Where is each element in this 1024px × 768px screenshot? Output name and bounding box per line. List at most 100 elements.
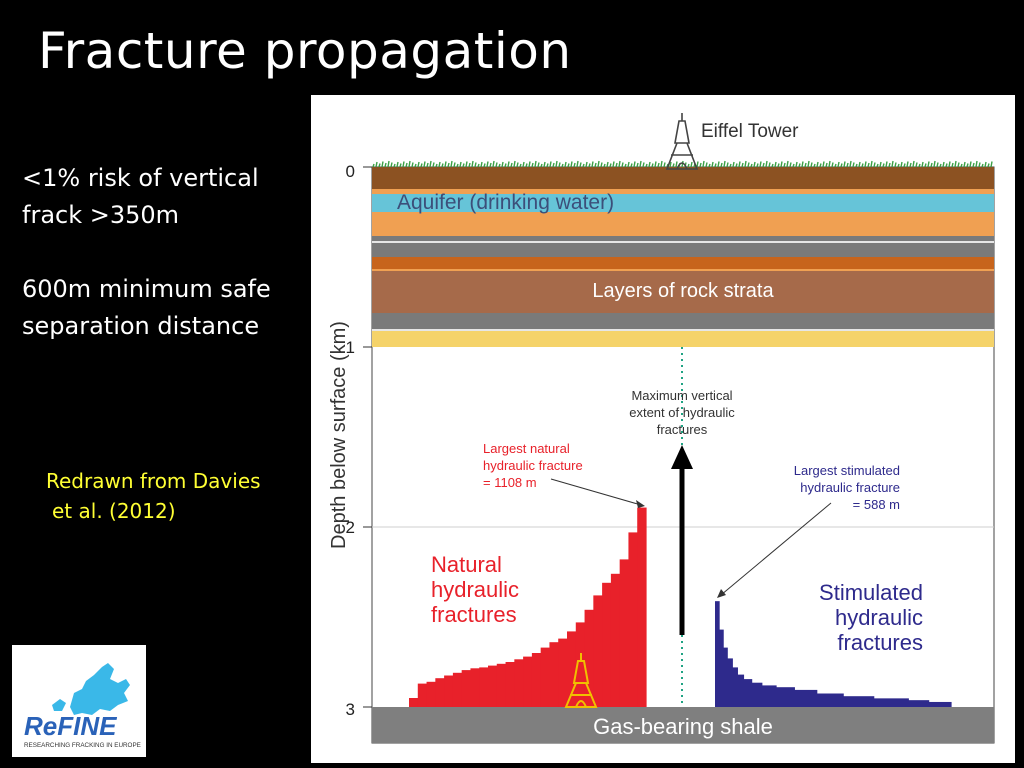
grass-blade bbox=[945, 163, 948, 168]
grass-blade bbox=[933, 160, 936, 168]
refine-logo: ReFINE RESEARCHING FRACKING IN EUROPE bbox=[12, 645, 146, 757]
credit-line-1: Redrawn from Davies bbox=[46, 469, 261, 493]
credit-line-2: et al. (2012) bbox=[52, 499, 176, 523]
natural-group-label: Natural hydraulic fractures bbox=[431, 552, 519, 627]
logo-tagline: RESEARCHING FRACKING IN EUROPE bbox=[24, 742, 141, 749]
grass-blade bbox=[459, 161, 462, 168]
grass-blade bbox=[453, 162, 456, 168]
grass-blade bbox=[573, 162, 576, 168]
grass-blade bbox=[780, 161, 783, 168]
logo-name: ReFINE bbox=[24, 711, 117, 741]
grass-blade bbox=[417, 161, 420, 168]
grass-blade bbox=[942, 161, 945, 168]
grass-blade bbox=[414, 163, 417, 168]
grass-blade bbox=[609, 163, 612, 168]
grass-blade bbox=[393, 163, 396, 168]
layer-grey-2 bbox=[372, 243, 994, 257]
grass-blade bbox=[747, 162, 750, 168]
svg-text:Natural: Natural bbox=[431, 552, 502, 577]
grass-blade bbox=[396, 161, 399, 168]
stimulated-fracture-bar bbox=[761, 685, 777, 707]
natural-fracture-bar bbox=[426, 681, 436, 707]
grass-blade bbox=[783, 162, 786, 168]
grass-blade bbox=[546, 163, 549, 168]
grass-blade bbox=[519, 163, 522, 168]
grass-blade bbox=[936, 162, 939, 168]
grass-blade bbox=[630, 163, 633, 168]
natural-fracture-bar bbox=[637, 507, 647, 707]
grass-blade bbox=[819, 163, 822, 168]
grass-blade bbox=[846, 162, 849, 168]
svg-text:= 1108 m: = 1108 m bbox=[483, 475, 537, 490]
svg-text:Stimulated: Stimulated bbox=[819, 580, 923, 605]
layer-orange-1 bbox=[372, 189, 994, 194]
grass-blade bbox=[864, 161, 867, 168]
largest-natural-pointer bbox=[550, 478, 642, 506]
grass-blade bbox=[822, 161, 825, 168]
grass-blade bbox=[402, 161, 405, 168]
grass-blade bbox=[654, 161, 657, 168]
max-extent-arrowhead bbox=[671, 445, 693, 469]
grass-blade bbox=[642, 162, 645, 168]
grass-blade bbox=[522, 161, 525, 168]
grass-blade bbox=[852, 162, 855, 168]
grass-blade bbox=[600, 162, 603, 168]
grass-blade bbox=[972, 162, 975, 168]
grass-blade bbox=[384, 162, 387, 168]
grass-blade bbox=[465, 161, 468, 168]
svg-text:hydraulic: hydraulic bbox=[431, 577, 519, 602]
grass-blade bbox=[537, 162, 540, 168]
grass-blade bbox=[699, 162, 702, 168]
grass-blade bbox=[804, 162, 807, 168]
europe-map-icon bbox=[52, 663, 130, 715]
grass-blade bbox=[705, 162, 708, 168]
grass-blade bbox=[717, 161, 720, 168]
fracture-diagram: 0 1 2 3 Depth below surface (km) Eiffel … bbox=[311, 95, 1015, 763]
grass-blade bbox=[744, 160, 747, 168]
grass-blade bbox=[633, 161, 636, 168]
natural-fracture-bar bbox=[531, 653, 542, 707]
grass-blade bbox=[594, 162, 597, 168]
grass-blade bbox=[834, 163, 837, 168]
svg-text:hydraulic fracture: hydraulic fracture bbox=[483, 458, 583, 473]
bullet-separation: 600m minimum safe separation distance bbox=[22, 275, 271, 340]
grass-blade bbox=[966, 163, 969, 168]
grass-blade bbox=[669, 161, 672, 168]
grass-blade bbox=[375, 161, 378, 168]
grass-blade bbox=[621, 162, 624, 168]
svg-text:Maximum vertical: Maximum vertical bbox=[631, 388, 732, 403]
grass-blade bbox=[876, 163, 879, 168]
grass-blade bbox=[858, 161, 861, 168]
grass-blade bbox=[957, 162, 960, 168]
stimulated-fracture-bar bbox=[816, 693, 844, 707]
grass-blade bbox=[597, 160, 600, 168]
grass-blade bbox=[567, 163, 570, 168]
grass-blade bbox=[486, 161, 489, 168]
grass-blade bbox=[540, 163, 543, 168]
grass-blade bbox=[981, 163, 984, 168]
axis-label: Depth below surface (km) bbox=[328, 321, 350, 549]
natural-fracture-bar bbox=[523, 656, 533, 707]
grass-blade bbox=[381, 161, 384, 168]
largest-natural-pointer-head bbox=[636, 500, 645, 508]
layer-light-2 bbox=[372, 329, 994, 331]
stimulated-fracture-bar bbox=[751, 682, 763, 707]
svg-text:Largest stimulated: Largest stimulated bbox=[794, 463, 900, 478]
grass-blade bbox=[687, 163, 690, 168]
layer-rock-strata bbox=[372, 271, 994, 313]
grass-blade bbox=[561, 163, 564, 168]
grass-blade bbox=[387, 160, 390, 168]
grass-blade bbox=[915, 162, 918, 168]
layer-shale bbox=[372, 707, 994, 743]
grass-blade bbox=[849, 160, 852, 168]
stimulated-fracture-bar bbox=[719, 629, 724, 707]
grass-blade bbox=[690, 161, 693, 168]
grass-blade bbox=[372, 163, 375, 168]
slide-title: Fracture propagation bbox=[38, 22, 572, 80]
natural-fracture-bar bbox=[479, 667, 489, 707]
grass-blade bbox=[963, 161, 966, 168]
grass-blade bbox=[456, 163, 459, 168]
grass-blade bbox=[702, 160, 705, 168]
natural-fracture-bar bbox=[567, 631, 577, 707]
grass-blade bbox=[528, 161, 531, 168]
